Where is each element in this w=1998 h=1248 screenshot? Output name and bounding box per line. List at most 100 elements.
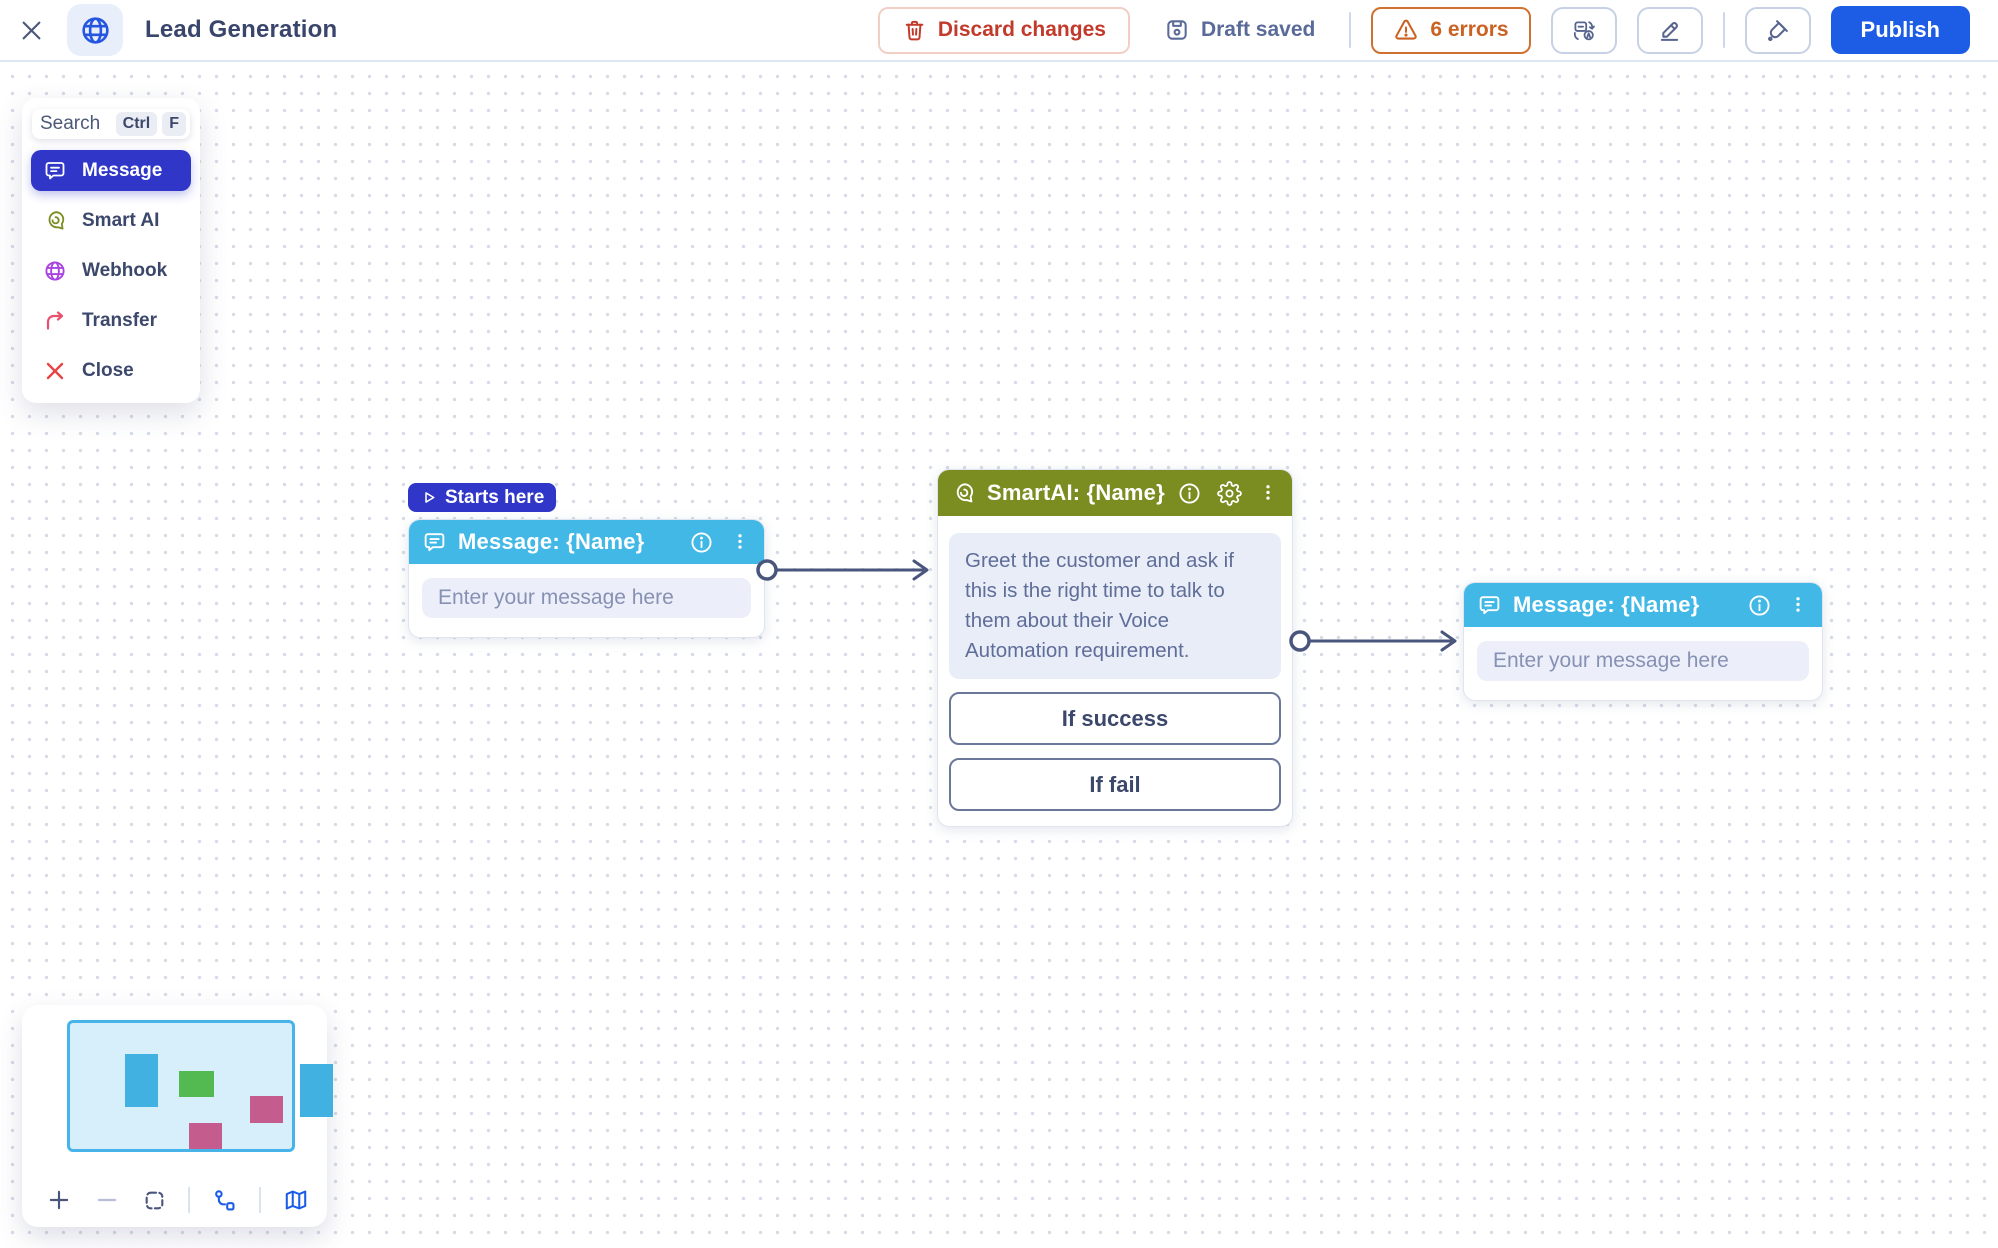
message-node[interactable]: Message: {Name} Enter your message here [408,519,765,638]
node-info-button[interactable] [1747,593,1772,618]
starts-here-badge: Starts here [408,483,557,512]
rename-button[interactable] [1636,6,1703,54]
fit-view-button[interactable] [142,1188,167,1213]
discard-changes-button[interactable]: Discard changes [877,6,1130,54]
page-title: Lead Generation [145,16,338,43]
kebab-menu-icon [729,531,751,553]
controls-divider [188,1187,191,1213]
close-icon [18,17,45,44]
save-icon [1164,17,1190,43]
gear-icon [1217,480,1242,506]
node-title: Message: {Name} [458,529,645,554]
toolbar-divider [1349,12,1352,48]
starts-here-label: Starts here [445,486,545,508]
swap-agent-button[interactable] [1550,6,1617,54]
message-text-input[interactable]: Enter your message here [1477,641,1809,681]
draft-status-label: Draft saved [1200,18,1316,41]
info-icon [1747,593,1772,618]
map-icon [283,1187,309,1213]
palette-item-transfer[interactable]: Transfer [31,300,191,341]
minimap-viewport[interactable] [67,1020,333,1152]
auto-layout-icon [212,1188,237,1213]
palette-search: Ctrl F [32,109,190,139]
message-node-header[interactable]: Message: {Name} [409,520,764,564]
minimap-node [300,1064,333,1117]
message-bubble-icon [422,530,447,555]
test-tube-icon [1764,17,1791,44]
auto-layout-button[interactable] [212,1188,237,1213]
message-bubble-icon [1477,593,1502,618]
smart-ai-icon [43,209,67,233]
node-title: SmartAI: {Name} [987,480,1165,505]
warning-icon [1393,17,1419,43]
smart-ai-icon [951,481,976,506]
test-flow-button[interactable] [1744,6,1811,54]
message-node-header[interactable]: Message: {Name} [1464,583,1822,627]
draft-status: Draft saved [1164,17,1315,43]
message-text-input[interactable]: Enter your message here [422,578,751,618]
palette-item-label: Transfer [82,309,157,331]
node-info-button[interactable] [689,530,714,555]
transfer-arrow-icon [43,309,67,333]
shortcut-hint: Ctrl F [115,112,186,136]
minimap-node [250,1096,283,1123]
palette-item-close[interactable]: Close [31,350,191,391]
output-port[interactable] [1289,630,1311,652]
kebab-menu-icon [1787,594,1809,616]
palette-item-label: Smart AI [82,209,160,231]
zoom-out-button[interactable] [94,1187,120,1213]
close-x-icon [43,359,67,383]
fit-view-icon [142,1188,167,1213]
palette-item-label: Webhook [82,259,168,281]
palette-item-smart-ai[interactable]: Smart AI [31,200,191,241]
message-bubble-icon [43,159,67,183]
info-icon [1177,481,1202,506]
errors-button[interactable]: 6 errors [1371,6,1531,54]
minus-icon [94,1187,120,1213]
branch-if-success[interactable]: If success [949,692,1281,745]
info-icon [689,530,714,555]
channel-button[interactable] [67,4,123,56]
key-f: F [162,112,186,136]
node-menu-button[interactable] [729,531,751,553]
flow-canvas[interactable]: Ctrl F Message Smart AI Webhook [0,62,1998,1248]
publish-button[interactable]: Publish [1830,6,1970,54]
errors-label: 6 errors [1430,18,1509,41]
palette-item-message[interactable]: Message [31,150,191,191]
node-info-button[interactable] [1177,481,1202,506]
palette-item-label: Close [82,359,134,381]
node-settings-button[interactable] [1217,480,1242,506]
kebab-menu-icon [1257,482,1279,504]
minimap-panel [22,1005,333,1227]
trash-icon [902,18,927,43]
minimap-node [179,1071,214,1097]
zoom-in-button[interactable] [46,1187,72,1213]
branch-if-fail[interactable]: If fail [949,758,1281,811]
plus-icon [46,1187,72,1213]
node-menu-button[interactable] [1257,482,1279,504]
palette-item-webhook[interactable]: Webhook [31,250,191,291]
publish-label: Publish [1860,17,1940,42]
controls-divider [259,1187,262,1213]
minimap-node [125,1054,158,1107]
smartai-node-header[interactable]: SmartAI: {Name} [938,470,1292,516]
close-builder-button[interactable] [18,17,45,44]
node-title: Message: {Name} [1513,592,1700,617]
smartai-prompt-text[interactable]: Greet the customer and ask if this is th… [949,533,1281,679]
node-menu-button[interactable] [1787,594,1809,616]
globe-icon [79,14,112,47]
message-node[interactable]: Message: {Name} Enter your message here [1463,582,1823,701]
search-input[interactable] [40,113,112,135]
smartai-node[interactable]: SmartAI: {Name} [937,469,1293,827]
minimap-node [189,1123,222,1149]
edit-pencil-icon [1656,17,1683,44]
play-icon [420,489,437,506]
node-palette: Ctrl F Message Smart AI Webhook [22,98,200,403]
swap-agent-icon [1570,17,1597,44]
palette-item-label: Message [82,159,163,181]
top-bar: Lead Generation Discard changes Draft sa… [0,0,1998,62]
discard-changes-label: Discard changes [937,18,1106,41]
toolbar-divider [1722,12,1725,48]
key-ctrl: Ctrl [115,112,158,136]
toggle-minimap-button[interactable] [283,1187,309,1213]
